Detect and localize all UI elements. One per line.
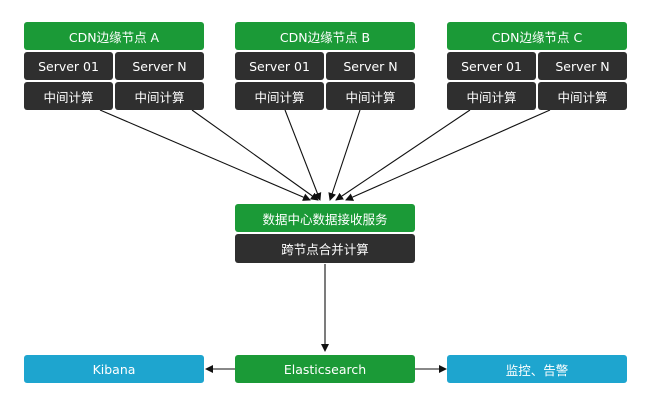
cdn-node-a-title: CDN边缘节点 A (24, 22, 204, 50)
arrow-node-b-right (328, 109, 361, 201)
datacenter-receive-service: 数据中心数据接收服务 (235, 204, 415, 232)
cdn-node-c-compute-2: 中间计算 (538, 82, 627, 110)
cdn-node-c-server-01: Server 01 (447, 52, 536, 80)
cdn-node-b-title: CDN边缘节点 B (235, 22, 415, 50)
cdn-node-a-compute-1: 中间计算 (24, 82, 113, 110)
cdn-node-a-server-n: Server N (115, 52, 204, 80)
cdn-node-c-compute-1: 中间计算 (447, 82, 536, 110)
cdn-node-a-server-01: Server 01 (24, 52, 113, 80)
cdn-node-b-server-n: Server N (326, 52, 415, 80)
cdn-node-a-compute-2: 中间计算 (115, 82, 204, 110)
cdn-node-b-server-01: Server 01 (235, 52, 324, 80)
cdn-node-b-compute-1: 中间计算 (235, 82, 324, 110)
cdn-node-c-title: CDN边缘节点 C (447, 22, 627, 50)
cdn-node-c-server-n: Server N (538, 52, 627, 80)
kibana-box: Kibana (24, 355, 204, 383)
cross-node-merge-compute: 跨节点合并计算 (235, 234, 415, 263)
monitoring-alert-box: 监控、告警 (447, 355, 627, 383)
arrow-node-b-left (284, 109, 322, 201)
elasticsearch-box: Elasticsearch (235, 355, 415, 383)
arrow-node-a-right (191, 109, 319, 201)
cdn-node-b-compute-2: 中间计算 (326, 82, 415, 110)
arrow-node-c-left (335, 109, 471, 201)
arrow-node-c-right (345, 109, 551, 201)
arrow-node-a-left (99, 109, 311, 201)
